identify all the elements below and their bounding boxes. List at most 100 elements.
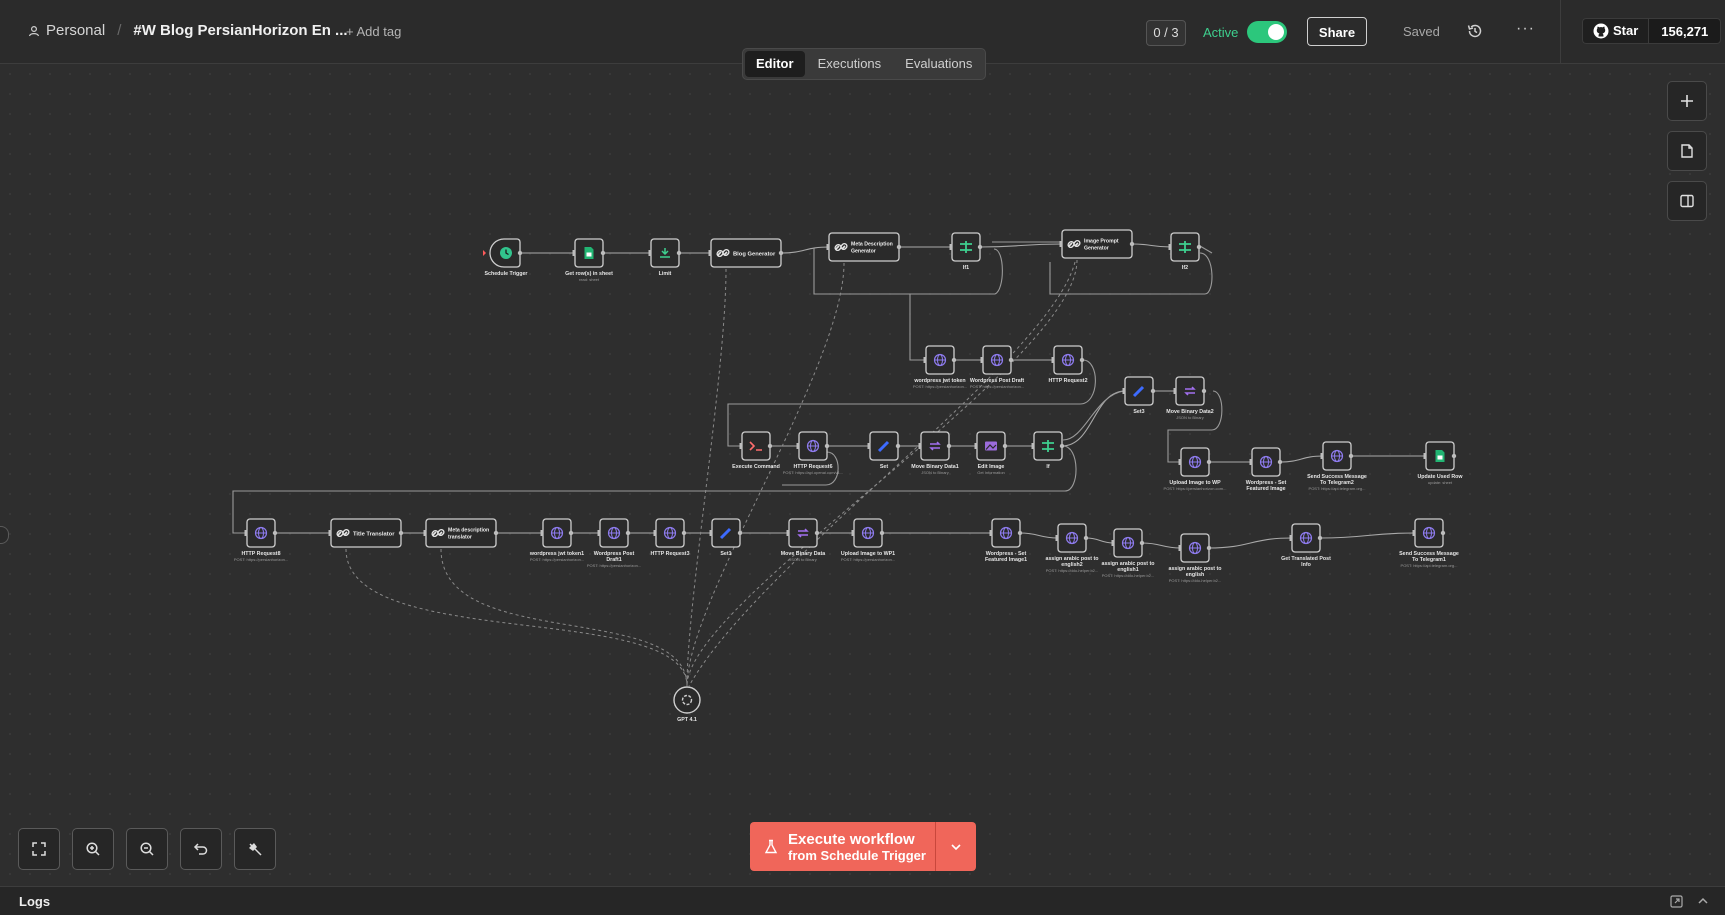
execute-options-button[interactable] <box>935 822 976 871</box>
ai-model-connection[interactable] <box>440 548 688 687</box>
workflow-node-set3[interactable]: Set3 <box>1122 376 1156 415</box>
chain-icon <box>336 528 350 538</box>
connection-line[interactable] <box>780 246 830 254</box>
connection-line[interactable] <box>1167 390 1223 463</box>
connection-line[interactable] <box>1062 390 1125 441</box>
add-sticky-note-button[interactable] <box>1667 131 1707 171</box>
connection-line[interactable] <box>1279 455 1324 463</box>
globe-icon <box>1330 449 1344 463</box>
ai-model-connection[interactable] <box>688 261 1076 687</box>
workflow-node-limit[interactable]: Limit <box>648 238 682 277</box>
execute-workflow-button[interactable]: Execute workflow from Schedule Trigger <box>750 822 976 871</box>
logs-panel[interactable]: Logs <box>0 886 1725 915</box>
connection-line[interactable] <box>782 451 839 486</box>
ai-model-connection[interactable] <box>345 548 688 687</box>
toggle-panel-button[interactable] <box>1667 181 1707 221</box>
tab-executions[interactable]: Executions <box>817 56 882 71</box>
workflow-node-http3[interactable]: HTTP Request3 <box>650 518 690 557</box>
workflow-node-schedule[interactable]: Schedule Trigger <box>483 238 527 277</box>
github-star-button[interactable]: Star <box>1582 18 1649 44</box>
workflow-node-set1[interactable]: Set1 <box>709 518 743 557</box>
evaluation-counter[interactable]: 0 / 3 <box>1146 20 1186 46</box>
workflow-node-set[interactable]: Set <box>867 431 901 470</box>
connection-line[interactable] <box>1131 243 1172 248</box>
more-options-button[interactable]: ··· <box>1516 20 1535 37</box>
workflow-title[interactable]: #W Blog PersianHorizon En ... <box>133 22 348 39</box>
connection-line[interactable] <box>1085 537 1115 544</box>
workflow-node-blog[interactable]: Blog Generator <box>708 238 784 268</box>
fit-view-button[interactable] <box>18 828 60 870</box>
connection-line[interactable] <box>727 359 1096 447</box>
github-star-widget[interactable]: Star 156,271 <box>1582 18 1722 44</box>
connection-line[interactable] <box>232 445 1077 534</box>
workflow-node-if2[interactable]: If2 <box>1168 232 1202 271</box>
workflow-node-if1[interactable]: If1 <box>949 232 983 271</box>
node-subtitle: POST: https://persianhorizon... <box>913 384 967 389</box>
node-label: assign arabic post to <box>1102 561 1156 567</box>
ai-model-connection[interactable] <box>686 259 1078 687</box>
workflow-node-http2[interactable]: HTTP Request2 <box>1048 345 1088 384</box>
share-button[interactable]: Share <box>1307 17 1367 46</box>
connection-line[interactable] <box>1199 245 1213 254</box>
workflow-node-gpt[interactable]: GPT 4.1 <box>673 686 701 723</box>
tab-evaluations[interactable]: Evaluations <box>905 56 973 71</box>
github-star-count[interactable]: 156,271 <box>1648 18 1722 44</box>
connection-line[interactable] <box>979 243 1063 248</box>
history-icon[interactable] <box>1466 22 1484 40</box>
connection-line[interactable] <box>1208 537 1293 549</box>
workflow-node-execcmd[interactable]: Execute Command <box>732 431 780 470</box>
tidy-up-button[interactable] <box>234 828 276 870</box>
connection-line[interactable] <box>1019 532 1059 539</box>
chevron-up-icon[interactable] <box>1697 897 1709 905</box>
workflow-node-titletr[interactable]: Title Translator <box>328 518 404 548</box>
node-subtitle: POST: https://persianhorizon... <box>841 557 895 562</box>
globe-icon <box>1422 526 1436 540</box>
tab-editor[interactable]: Editor <box>745 51 805 77</box>
connection-line[interactable] <box>1141 542 1182 549</box>
project-link[interactable]: Personal <box>46 22 106 39</box>
workflow-node-if[interactable]: If <box>1031 431 1065 470</box>
nodes-layer: Schedule Trigger Get row(s) in sheetread:… <box>234 229 1463 723</box>
connection-line[interactable] <box>1319 532 1416 539</box>
ai-model-connection[interactable] <box>686 268 727 687</box>
workflow-graph[interactable]: Schedule Trigger Get row(s) in sheetread:… <box>0 64 1725 886</box>
connection-line[interactable] <box>813 248 1003 295</box>
zoom-in-button[interactable] <box>72 828 114 870</box>
add-node-button[interactable] <box>1667 81 1707 121</box>
connection-line[interactable] <box>1049 252 1213 295</box>
ai-model-connection[interactable] <box>686 262 845 687</box>
add-tag-button[interactable]: + Add tag <box>346 24 402 39</box>
execute-main[interactable]: Execute workflow from Schedule Trigger <box>750 822 935 871</box>
zoom-out-button[interactable] <box>126 828 168 870</box>
undo-button[interactable] <box>180 828 222 870</box>
connection-line[interactable] <box>909 294 925 361</box>
popout-icon[interactable] <box>1670 895 1683 908</box>
active-toggle[interactable] <box>1247 21 1287 43</box>
